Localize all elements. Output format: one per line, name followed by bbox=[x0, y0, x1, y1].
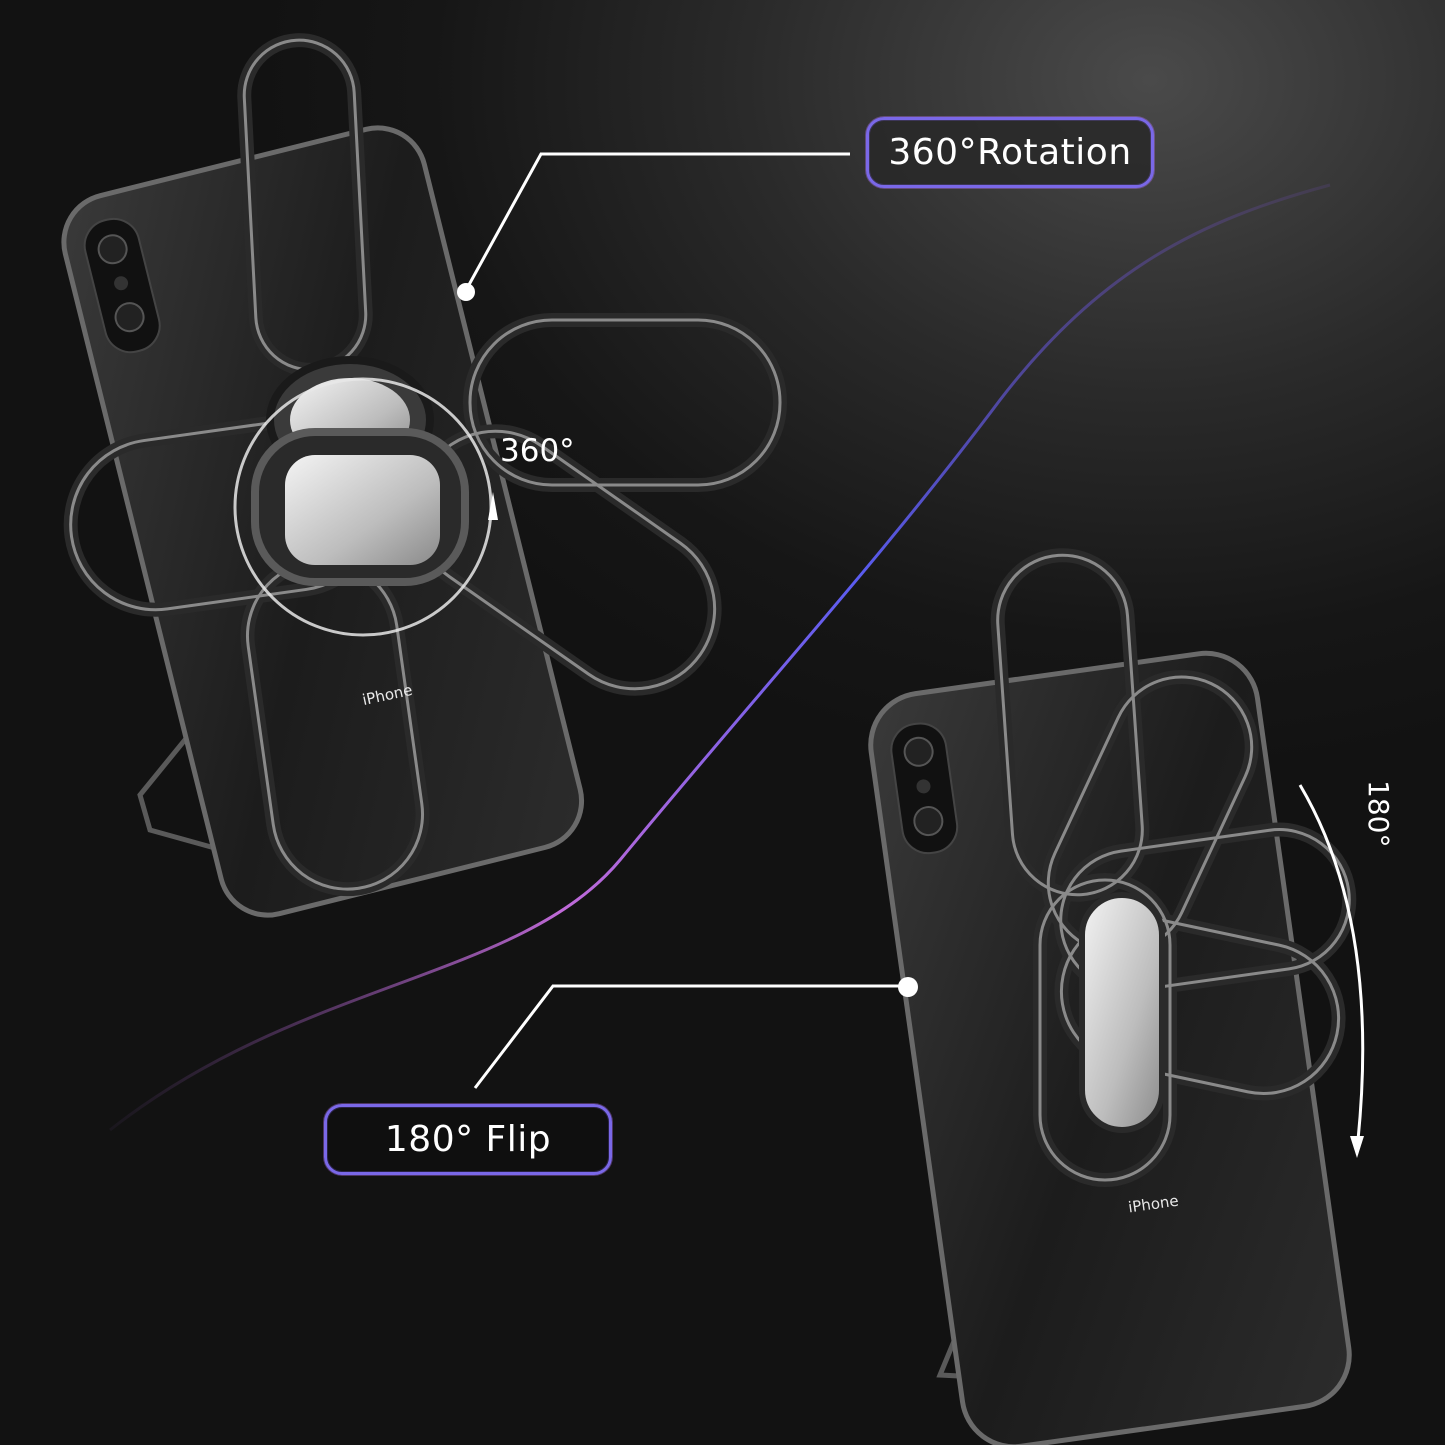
left-phone-illustration bbox=[61, 33, 787, 918]
flip-feature-label: 180° Flip bbox=[324, 1104, 612, 1175]
rotation-angle-text: 360° bbox=[500, 433, 575, 469]
rotation-arrow-icon bbox=[488, 492, 498, 520]
callout-flip bbox=[473, 977, 918, 1089]
flip-arrow-head-icon bbox=[1350, 1136, 1364, 1158]
callout-rotation bbox=[457, 152, 850, 301]
rotation-feature-text: 360°Rotation bbox=[888, 132, 1132, 173]
rotation-feature-label: 360°Rotation bbox=[866, 117, 1154, 188]
flip-angle-text: 180° bbox=[1362, 780, 1395, 848]
flip-arc-arrow bbox=[1298, 784, 1365, 1141]
flip-feature-text: 180° Flip bbox=[384, 1119, 552, 1160]
decorative-curve bbox=[109, 183, 1331, 1132]
right-phone-illustration bbox=[868, 548, 1365, 1445]
